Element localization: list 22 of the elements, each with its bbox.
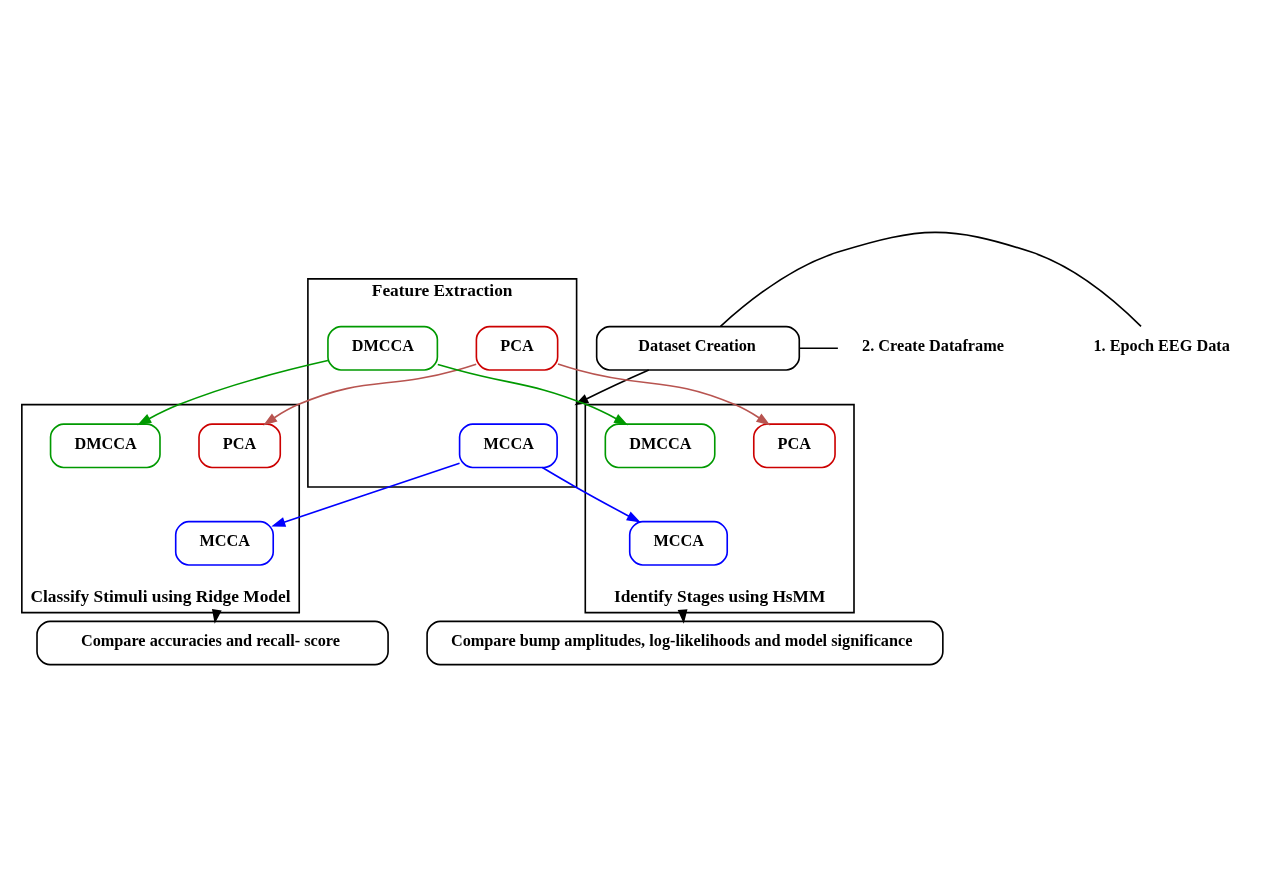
node-box: DMCCA <box>327 325 439 371</box>
node-text: 1. Epoch EEG Data <box>1093 336 1230 355</box>
node-box: PCA <box>475 325 559 371</box>
arrow <box>541 466 641 523</box>
node-box: MCCA <box>458 422 558 468</box>
arrow <box>557 362 771 425</box>
node-box: PCA <box>752 422 836 468</box>
node-box: Compare accuracies and recall- score <box>36 620 389 665</box>
connector <box>719 231 1142 327</box>
node-text: 2. Create Dataframe <box>862 336 1004 355</box>
node-box: MCCA <box>628 520 729 566</box>
node-box: DMCCA <box>49 422 161 468</box>
node-box: MCCA <box>174 520 275 566</box>
arrow <box>263 362 477 425</box>
node-box: DMCCA <box>604 422 716 468</box>
arrow <box>436 363 629 425</box>
node-box: PCA <box>198 422 282 468</box>
connector <box>798 346 839 349</box>
node-box: Dataset Creation <box>595 325 801 371</box>
node-box: Compare bump amplitudes, log-likelihoods and model significance <box>426 620 944 665</box>
arrow <box>271 461 461 527</box>
arrow <box>137 359 329 425</box>
